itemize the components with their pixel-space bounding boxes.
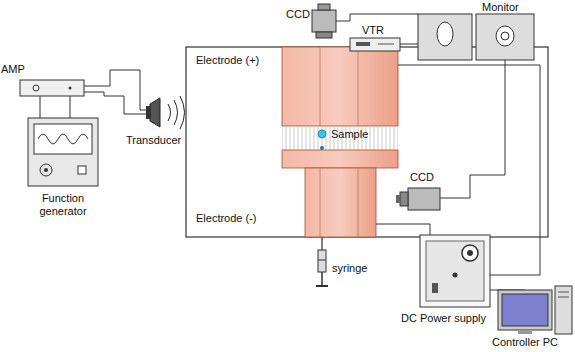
ccd-camera <box>396 188 440 210</box>
gap-field <box>282 126 398 150</box>
nozzle-tip <box>320 146 324 150</box>
vtr-monitor-wire <box>400 44 418 45</box>
syringe-symbol <box>316 237 328 286</box>
transducer-symbol <box>146 96 185 129</box>
part-label: Monitor <box>482 1 519 14</box>
chamber-outline <box>186 47 548 237</box>
dc-power-supply <box>420 235 490 307</box>
part-label: CCD <box>410 171 434 184</box>
ccd-camera <box>312 4 336 38</box>
amp-generator-wire <box>40 96 41 118</box>
amplifier-symbol <box>20 80 84 96</box>
sample-drop <box>318 130 326 138</box>
upper-electrode <box>282 47 398 126</box>
part-label: syringe <box>332 262 367 275</box>
lower-electrode-column <box>305 168 376 237</box>
amp-generator-wire <box>70 96 71 118</box>
vtr-deck <box>350 38 400 51</box>
ccd-monitor-wire <box>336 14 418 21</box>
part-label: Sample <box>331 128 368 141</box>
function-generator-symbol <box>28 118 98 186</box>
part-label: Function generator <box>32 192 94 218</box>
part-label: Electrode (-) <box>196 212 257 225</box>
part-label: Controller PC <box>492 336 558 349</box>
part-label: Electrode (+) <box>196 54 259 67</box>
lower-electrode-plate <box>282 150 398 168</box>
part-label: AMP <box>1 63 25 76</box>
part-label: DC Power supply <box>401 312 486 325</box>
part-label: CCD <box>286 8 310 21</box>
ccd-monitor-wire <box>440 60 505 198</box>
amp-transducer-wire <box>84 70 146 110</box>
monitor-pair <box>418 14 534 60</box>
part-label: VTR <box>362 24 384 37</box>
negative-lead <box>376 224 430 235</box>
controller-pc <box>498 286 572 334</box>
amp-transducer-wire <box>84 92 146 114</box>
part-label: Transducer <box>126 134 181 147</box>
